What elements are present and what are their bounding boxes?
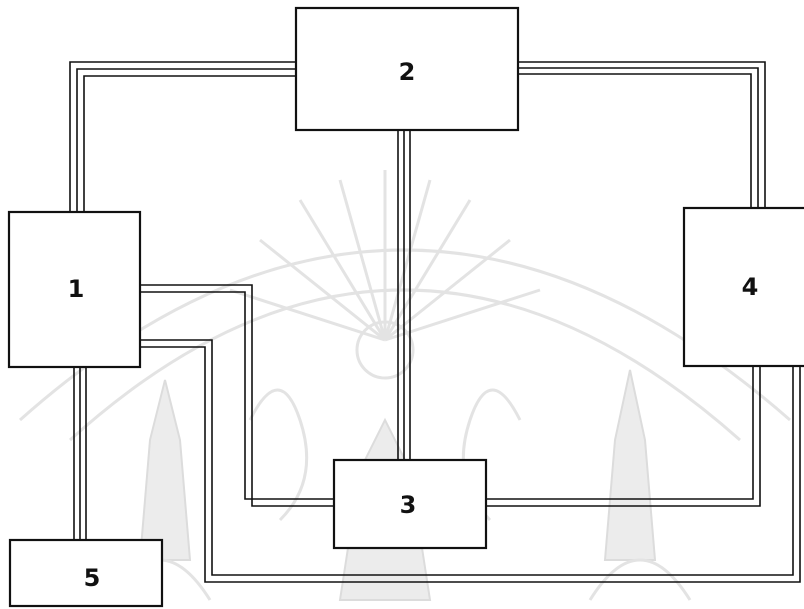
- connector-1-5: [74, 367, 86, 540]
- block-5: 5: [10, 540, 162, 606]
- block-4: 4: [684, 208, 804, 366]
- block-4-label: 4: [742, 273, 759, 301]
- connector-1-2: [70, 62, 296, 212]
- block-2-label: 2: [399, 58, 416, 86]
- block-2: 2: [296, 8, 518, 130]
- block-3: 3: [334, 460, 486, 548]
- block-3-label: 3: [400, 491, 417, 519]
- connector-2-3: [398, 130, 410, 460]
- block-1: 1: [9, 212, 140, 367]
- block-1-label: 1: [68, 275, 85, 303]
- connector-2-4: [518, 62, 765, 210]
- block-5-label: 5: [84, 564, 101, 592]
